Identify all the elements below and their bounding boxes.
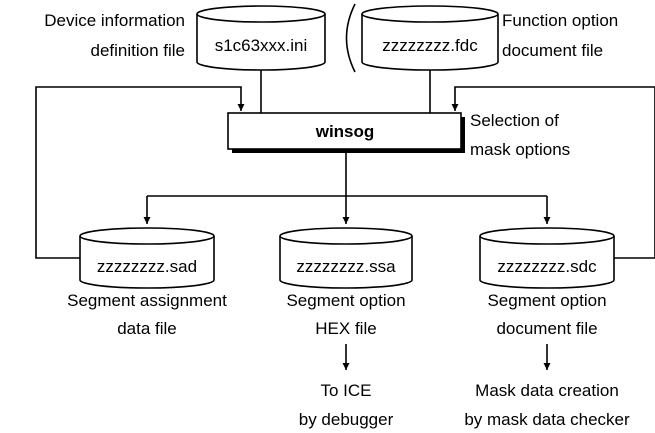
sdc-caption-line1: Segment option — [487, 291, 606, 310]
separator-bracket — [345, 3, 356, 73]
ini-filename: s1c63xxx.ini — [215, 36, 308, 55]
ice-caption-line1: To ICE — [320, 381, 371, 400]
ini-caption-line2: definition file — [90, 41, 185, 60]
sad-caption-line2: data file — [117, 319, 177, 338]
ssa-caption-line1: Segment option — [286, 291, 405, 310]
fdc-caption-line2: document file — [502, 41, 603, 60]
process-caption-line1: Selection of — [470, 111, 559, 130]
ssa-filename: zzzzzzzz.ssa — [296, 257, 396, 276]
process-caption-line2: mask options — [470, 140, 570, 159]
ini-file-cylinder: s1c63xxx.ini — [196, 5, 326, 71]
ssa-caption-line2: HEX file — [315, 319, 376, 338]
mask-caption-line1: Mask data creation — [475, 381, 619, 400]
sdc-caption-line2: document file — [496, 319, 597, 338]
sdc-file-cylinder: zzzzzzzz.sdc — [479, 227, 615, 289]
winsog-label: winsog — [315, 122, 375, 141]
fdc-filename: zzzzzzzz.fdc — [382, 36, 478, 55]
sdc-filename: zzzzzzzz.sdc — [497, 257, 597, 276]
mask-caption-line2: by mask data checker — [464, 410, 630, 429]
fdc-file-cylinder: zzzzzzzz.fdc — [361, 5, 499, 71]
ssa-file-cylinder: zzzzzzzz.ssa — [279, 227, 413, 289]
sad-feedback-arrow — [35, 86, 245, 259]
sdc-feedback-arrow — [451, 86, 655, 259]
ini-caption-line1: Device information — [44, 11, 185, 30]
sad-caption-line1: Segment assignment — [67, 291, 227, 310]
ice-caption-line2: by debugger — [299, 410, 394, 429]
sad-file-cylinder: zzzzzzzz.sad — [79, 227, 215, 289]
fdc-caption-line1: Function option — [502, 11, 618, 30]
winsog-process-box: winsog — [227, 112, 465, 153]
sad-filename: zzzzzzzz.sad — [97, 257, 197, 276]
